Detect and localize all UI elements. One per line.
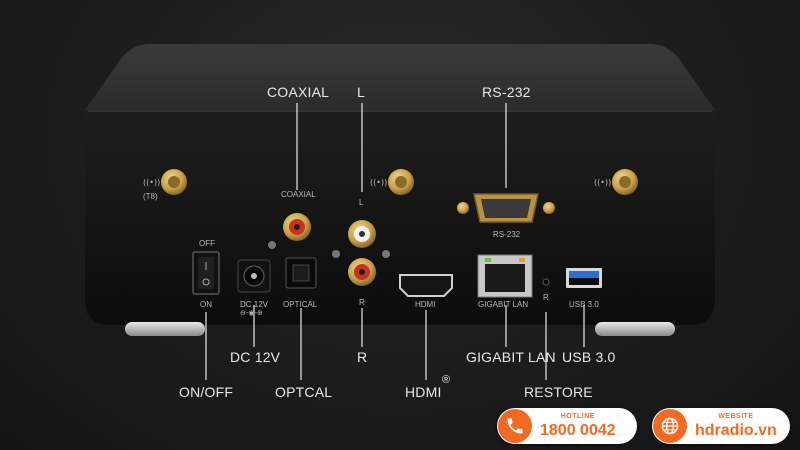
analog-left-jack (348, 220, 376, 248)
callout-right: R (357, 349, 368, 365)
foot-right (595, 322, 675, 336)
globe-icon (661, 417, 679, 435)
panel-label-l: L (359, 198, 364, 207)
panel-label-optical: OPTICAL (283, 300, 318, 309)
website-url: hdradio.vn (695, 422, 777, 439)
wifi-antenna-icon: ((•)) (143, 178, 161, 187)
hotline-label: HOTLINE (560, 413, 595, 420)
hotline-badge[interactable]: HOTLINE 1800 0042 (497, 408, 637, 444)
restore-pinhole (542, 278, 550, 286)
callout-gigabit-lan: GIGABIT LAN (466, 349, 556, 365)
dc-power-jack (237, 259, 271, 293)
panel-label-r: R (359, 298, 365, 307)
phone-icon (507, 418, 523, 434)
callout-usb30: USB 3.0 (562, 349, 616, 365)
callout-restore: RESTORE (524, 384, 593, 400)
optical-port (285, 257, 317, 289)
callout-onoff: ON/OFF (179, 384, 234, 400)
antenna-connector-right (612, 169, 638, 195)
wifi-antenna-icon: ((•)) (370, 178, 388, 187)
callout-left: L (357, 84, 365, 100)
globe-icon-circle (653, 409, 687, 443)
usb3-port (566, 268, 602, 288)
website-badge[interactable]: WEBSITE hdradio.vn (652, 408, 790, 444)
panel-label-off: OFF (199, 239, 215, 248)
panel-label-coaxial: COAXIAL (281, 190, 316, 199)
panel-label-usb30: USB 3.0 (569, 300, 599, 309)
callout-hdmi-registered: ® (442, 374, 451, 386)
ethernet-port (477, 254, 533, 298)
callout-optical: OPTCAL (275, 384, 333, 400)
ground-screw (268, 241, 276, 249)
panel-label-dc12v: DC 12V (240, 300, 269, 309)
panel-label-gigabit-lan: GIGABIT LAN (478, 300, 529, 309)
panel-label-dc-polarity: ⊖-◉-⊕ (240, 309, 263, 317)
device-top (85, 44, 715, 110)
panel-label-restore: R (543, 293, 549, 302)
hdmi-port (399, 274, 453, 297)
panel-label-rs232: RS-232 (493, 230, 521, 239)
callout-lines (205, 103, 585, 380)
wifi-antenna-icon: ((•)) (594, 178, 612, 187)
panel-label-on: ON (200, 300, 212, 309)
analog-right-jack (348, 258, 376, 286)
device-back-panel (85, 110, 715, 325)
callout-coaxial: COAXIAL (267, 84, 330, 100)
foot-left (125, 322, 205, 336)
callout-dc12v: DC 12V (230, 349, 281, 365)
antenna-connector-middle (388, 169, 414, 195)
panel-label-t8: (T8) (143, 192, 158, 201)
hotline-number: 1800 0042 (540, 422, 616, 439)
panel-label-hdmi: HDMI (415, 300, 436, 309)
website-label: WEBSITE (718, 413, 754, 420)
callout-rs232: RS-232 (482, 84, 531, 100)
rs232-port (457, 193, 555, 223)
power-switch (192, 251, 220, 295)
phone-icon-circle (498, 409, 532, 443)
callout-hdmi: HDMI (405, 384, 442, 400)
antenna-connector-left (161, 169, 187, 195)
coaxial-jack (283, 213, 311, 241)
